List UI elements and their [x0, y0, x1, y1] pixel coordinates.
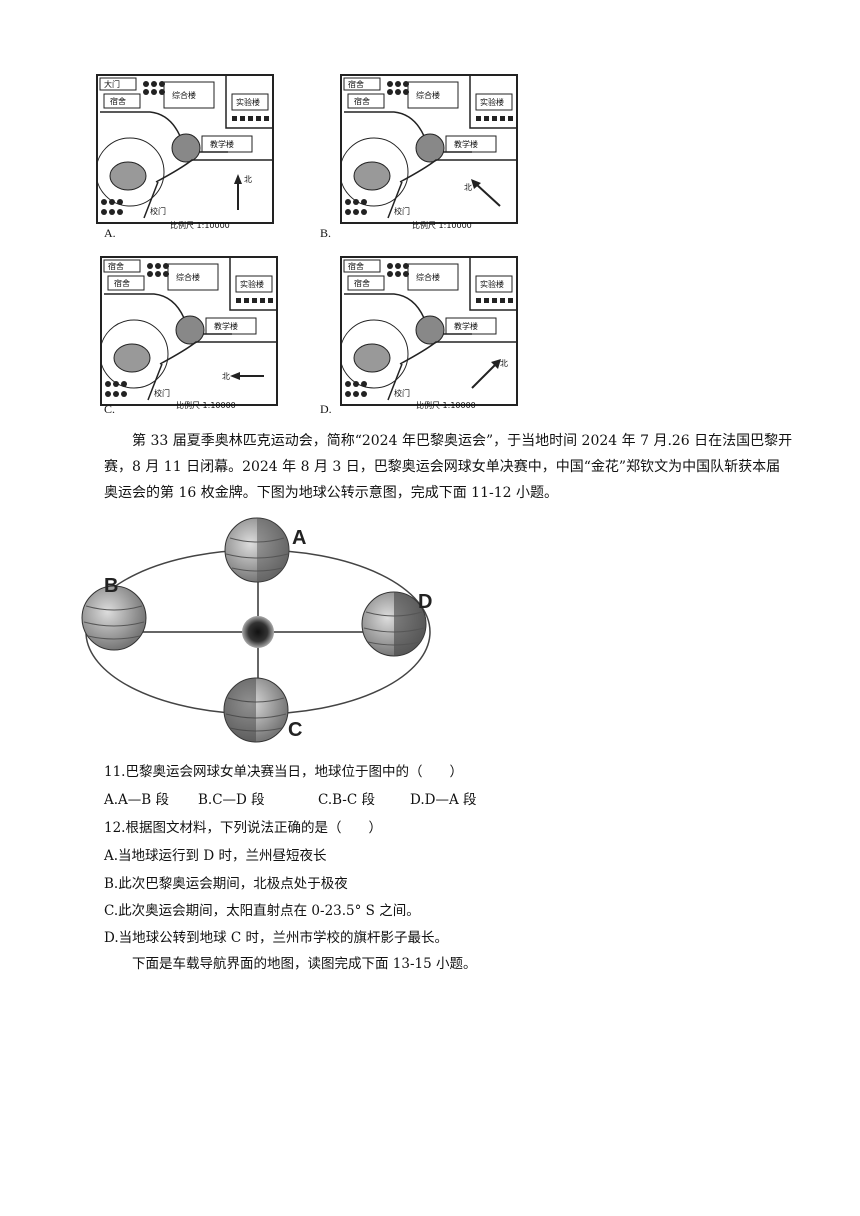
- question-12-option-a[interactable]: A.当地球运行到 D 时，兰州昼短夜长: [104, 848, 327, 864]
- north-arrow-icon: 北: [464, 179, 501, 207]
- svg-text:实验楼: 实验楼: [240, 279, 264, 289]
- map-option-label: D.: [320, 402, 332, 416]
- question-12-stem: 12.根据图文材料，下列说法正确的是（ ）: [104, 820, 382, 836]
- svg-text:校门: 校门: [394, 388, 410, 398]
- svg-text:综合楼: 综合楼: [416, 272, 440, 282]
- map-option-label: C.: [104, 402, 116, 416]
- svg-text:宿舍: 宿舍: [348, 79, 364, 89]
- svg-text:教学楼: 教学楼: [214, 321, 238, 331]
- question-12-option-c[interactable]: C.此次奥运会期间，太阳直射点在 0-23.5° S 之间。: [104, 903, 420, 919]
- map-label-gate: 校门: [150, 206, 166, 216]
- svg-text:北: 北: [244, 175, 252, 184]
- section-intro-13-15: 下面是车载导航界面的地图，读图完成下面 13-15 小题。: [132, 956, 477, 972]
- question-11-option-d[interactable]: D.D—A 段: [410, 792, 477, 808]
- map-option-c: 宿舍 综合楼 实验楼 宿舍 教学楼 校门 北: [100, 256, 278, 406]
- svg-text:北: 北: [222, 372, 230, 381]
- svg-text:综合楼: 综合楼: [416, 90, 440, 100]
- map-option-b: 宿舍 综合楼 实验楼 宿舍 教学楼 校门 北: [340, 74, 518, 224]
- orbit-label-a: A: [292, 527, 306, 549]
- svg-text:教学楼: 教学楼: [454, 321, 478, 331]
- earth-orbit-diagram: A B D C: [81, 517, 432, 743]
- north-arrow-icon: 北: [234, 174, 252, 210]
- earth-b-icon: [81, 585, 147, 651]
- north-arrow-icon: 北: [222, 372, 264, 381]
- map-label-gate-box: 大门: [104, 79, 120, 89]
- svg-text:宿舍: 宿舍: [354, 96, 370, 106]
- question-11-option-a[interactable]: A.A—B 段: [104, 792, 170, 808]
- earth-c-icon: [223, 677, 289, 743]
- map-option-label: A.: [104, 226, 116, 240]
- question-12-option-b[interactable]: B.此次巴黎奥运会期间，北极点处于极夜: [104, 876, 348, 892]
- map-option-a: 大门 综合楼 实验楼 宿舍 教学楼 校门 北: [96, 74, 274, 224]
- question-11-stem: 11.巴黎奥运会网球女单决赛当日，地球位于图中的（ ）: [104, 764, 463, 780]
- map-label-hall: 综合楼: [172, 90, 196, 100]
- earth-a-icon: [224, 517, 290, 583]
- svg-text:校门: 校门: [154, 388, 170, 398]
- svg-text:校门: 校门: [394, 206, 410, 216]
- svg-text:北: 北: [500, 359, 508, 368]
- map-label-dorm: 宿舍: [110, 96, 126, 106]
- svg-text:实验楼: 实验楼: [480, 97, 504, 107]
- map-scale: 比例尺 1:10000: [416, 401, 476, 410]
- svg-text:宿舍: 宿舍: [354, 278, 370, 288]
- map-label-lab: 实验楼: [236, 97, 260, 107]
- svg-text:宿舍: 宿舍: [348, 261, 364, 271]
- north-arrow-icon: 北: [471, 359, 508, 389]
- svg-text:综合楼: 综合楼: [176, 272, 200, 282]
- question-11-option-b[interactable]: B.C—D 段: [198, 792, 265, 808]
- question-11-option-c[interactable]: C.B-C 段: [318, 792, 375, 808]
- svg-text:宿舍: 宿舍: [114, 278, 130, 288]
- orbit-label-c: C: [288, 719, 302, 741]
- orbit-label-b: B: [104, 575, 118, 597]
- map-scale: 比例尺 1:10000: [412, 221, 472, 230]
- map-scale: 比例尺 1:10000: [176, 401, 236, 410]
- question-12-option-d[interactable]: D.当地球公转到地球 C 时，兰州市学校的旗杆影子最长。: [104, 930, 449, 946]
- earth-d-icon: [361, 591, 427, 657]
- svg-text:实验楼: 实验楼: [480, 279, 504, 289]
- svg-text:宿舍: 宿舍: [108, 261, 124, 271]
- map-scale: 比例尺 1:10000: [170, 221, 230, 230]
- map-option-label: B.: [320, 226, 332, 240]
- svg-text:北: 北: [464, 183, 472, 192]
- intro-paragraph: 第 33 届夏季奥林匹克运动会，简称“2024 年巴黎奥运会”，于当地时间 20…: [104, 433, 793, 501]
- map-label-teach: 教学楼: [210, 139, 234, 149]
- svg-text:教学楼: 教学楼: [454, 139, 478, 149]
- orbit-label-d: D: [418, 591, 432, 613]
- map-option-d: 宿舍 综合楼 实验楼 宿舍 教学楼 校门 北: [340, 256, 518, 406]
- sun-icon: [242, 616, 274, 648]
